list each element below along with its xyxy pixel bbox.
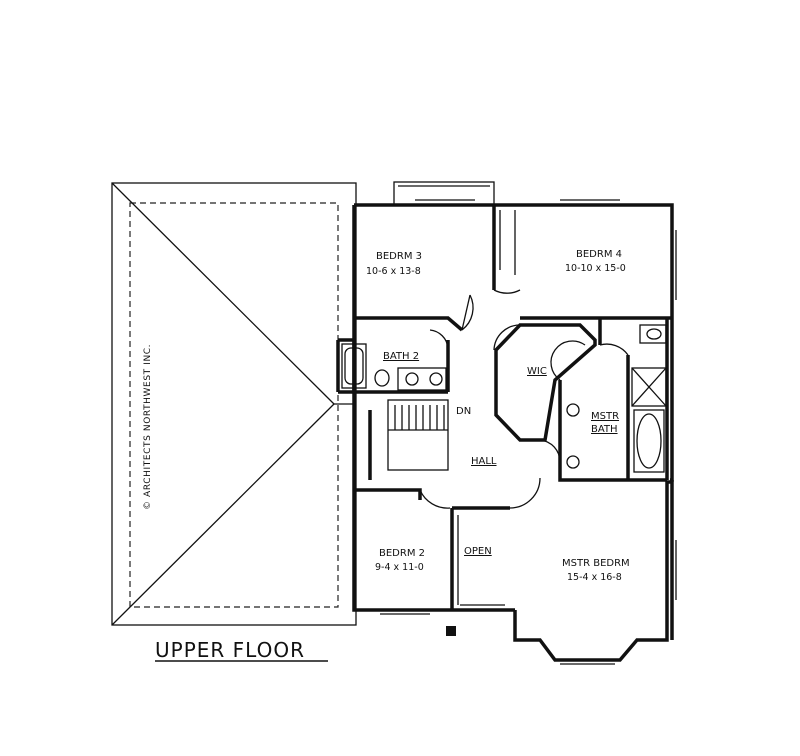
door-swings [419, 289, 629, 509]
window-bay-top [393, 181, 495, 206]
bedrm3-label: BEDRM 3 [376, 251, 422, 262]
dn-label: DN [456, 406, 471, 417]
bedrm2-size: 9-4 x 11-0 [375, 562, 424, 573]
hall-label: HALL [471, 456, 497, 467]
stair-treads [394, 405, 445, 430]
floor-title: UPPER FLOOR [155, 638, 305, 662]
bedrm4-label: BEDRM 4 [576, 249, 622, 260]
bedrm2-label: BEDRM 2 [379, 548, 425, 559]
bedrm4-size: 10-10 x 15-0 [565, 263, 626, 274]
windows [380, 199, 677, 665]
mstr-bath-label-1: MSTR [591, 411, 619, 422]
north-marker [446, 626, 456, 636]
roof-hip-line-top [111, 182, 335, 405]
open-label: OPEN [464, 546, 492, 557]
mstr-bath-label-2: BATH [591, 424, 618, 435]
interior-walls [336, 205, 672, 610]
wic-label: WIC [527, 366, 547, 377]
roof-wall-line [129, 202, 339, 608]
bath2-label: BATH 2 [383, 351, 419, 362]
bedrm3-size: 10-6 x 13-8 [366, 266, 421, 277]
mstr-bedrm-label: MSTR BEDRM [562, 558, 630, 569]
mstr-bedrm-size: 15-4 x 16-8 [567, 572, 622, 583]
roof-plan [111, 182, 357, 626]
copyright-text: © ARCHITECTS NORTHWEST INC. [143, 344, 153, 510]
roof-hip-line-bottom [111, 403, 335, 626]
